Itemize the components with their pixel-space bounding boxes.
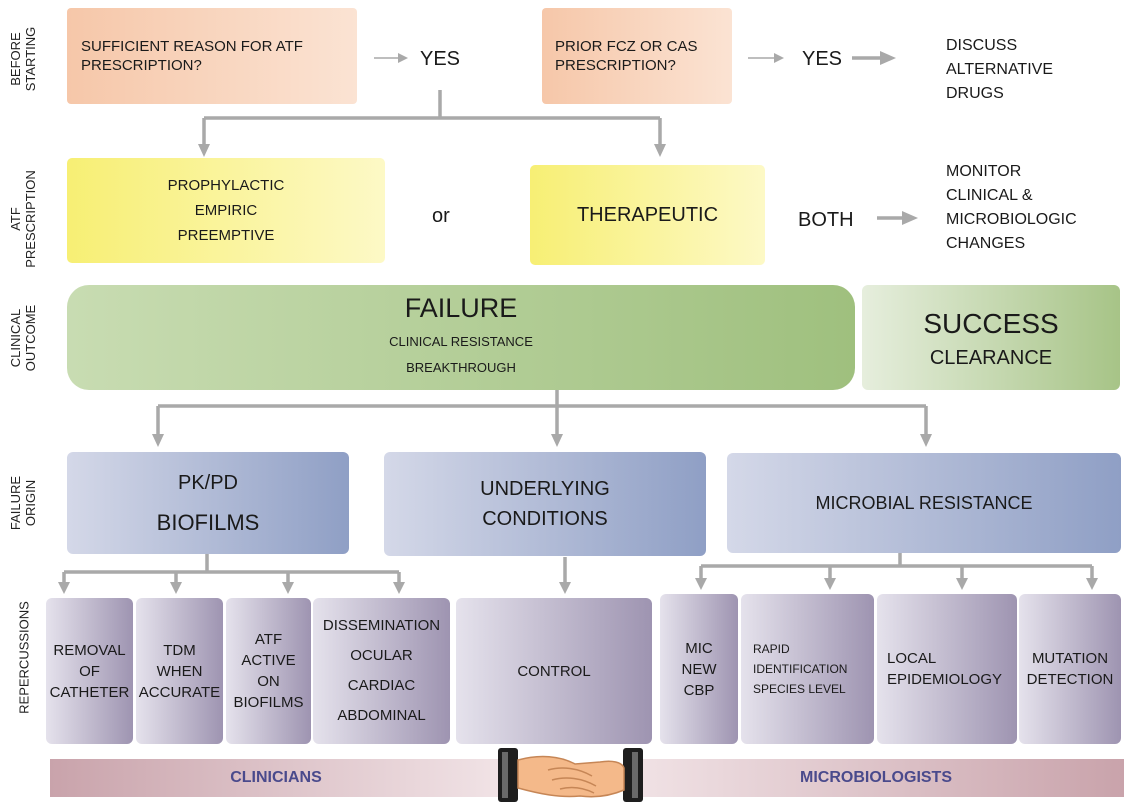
microbial-resistance-box: MICROBIAL RESISTANCE — [727, 453, 1121, 553]
text-line: EMPIRIC — [194, 202, 258, 219]
text-line: ALTERNATIVE — [946, 61, 1053, 78]
text-line: LOCAL — [887, 650, 937, 667]
row-label-line: CLINICAL — [8, 308, 23, 368]
text-line: ATF — [254, 631, 283, 648]
discuss-alternative-drugs: DISCUSS ALTERNATIVE DRUGS — [946, 34, 1053, 106]
removal-of-catheter-box: REMOVAL OF CATHETER — [46, 598, 133, 744]
row-label-line: STARTING — [23, 26, 38, 92]
atf-active-on-biofilms-box: ATF ACTIVE ON BIOFILMS — [226, 598, 311, 744]
text-line: UNDERLYING — [480, 478, 610, 500]
clinicians-bar: CLINICIANS — [50, 759, 502, 797]
failure-box: FAILURE CLINICAL RESISTANCE BREAKTHROUGH — [67, 285, 855, 390]
text-line: MUTATION — [1031, 650, 1109, 667]
text-line: THERAPEUTIC — [576, 203, 719, 226]
text-line: MONITOR — [946, 163, 1022, 180]
text-line: CONTROL — [517, 662, 591, 680]
text-line: BIOFILMS — [233, 694, 304, 711]
text-line: OF — [79, 662, 100, 680]
text-line: ON — [257, 673, 280, 690]
text-line: EPIDEMIOLOGY — [887, 671, 1003, 688]
text-line: BREAKTHROUGH — [406, 360, 516, 375]
text-line: WHEN — [156, 662, 203, 680]
microbiologists-bar: MICROBIOLOGISTS — [628, 759, 1124, 797]
text-line: MIC — [685, 639, 713, 657]
yes-label-2: YES — [802, 48, 843, 70]
rapid-identification-box: RAPID IDENTIFICATION SPECIES LEVEL — [741, 594, 874, 744]
clinicians-label: CLINICIANS — [230, 769, 322, 786]
success-box: SUCCESS CLEARANCE — [862, 285, 1120, 390]
row-label-line: BEFORE — [8, 32, 23, 86]
text-line: PROPHYLACTIC — [167, 177, 285, 194]
text-line: IDENTIFICATION — [753, 662, 848, 676]
text-line: CONDITIONS — [482, 508, 608, 530]
text-line: CBP — [683, 681, 715, 699]
text-line: DISSEMINATION — [322, 617, 441, 634]
yes-label-1: YES — [420, 48, 461, 70]
text-line: CHANGES — [946, 235, 1026, 252]
text-line: MICROBIOLOGIC — [946, 211, 1077, 228]
text-line: DISCUSS — [946, 37, 1018, 54]
row-label-repercussions: REPERCUSSIONS — [17, 598, 32, 718]
control-box: CONTROL — [456, 598, 652, 744]
question-prior-fcz-cas: PRIOR FCZ OR CAS PRESCRIPTION? — [542, 8, 732, 104]
underlying-conditions-box: UNDERLYING CONDITIONS — [384, 452, 706, 556]
question-text: PRIOR FCZ OR CAS PRESCRIPTION? — [555, 38, 698, 74]
row-label-line: REPERCUSSIONS — [16, 601, 32, 714]
question-text: SUFFICIENT REASON FOR ATF PRESCRIPTION? — [81, 38, 303, 74]
text-line: BIOFILMS — [156, 510, 260, 535]
mutation-detection-box: MUTATION DETECTION — [1019, 594, 1121, 744]
text-line: DETECTION — [1026, 671, 1114, 688]
text-line: PK/PD — [177, 472, 239, 494]
text-line: OCULAR — [350, 647, 413, 664]
text-line: MICROBIAL RESISTANCE — [815, 492, 1033, 513]
success-subtitle: CLEARANCE — [929, 346, 1053, 369]
mic-new-cbp-box: MIC NEW CBP — [660, 594, 738, 744]
row-label-atf-prescription: ATF PRESCRIPTION — [8, 159, 38, 279]
text-line: CARDIAC — [347, 677, 416, 694]
text-line: CLINICAL RESISTANCE — [389, 334, 533, 349]
text-line: RAPID — [753, 642, 790, 656]
row-label-line: ATF — [8, 207, 23, 231]
prophylactic-empiric-preemptive-box: PROPHYLACTIC EMPIRIC PREEMPTIVE — [67, 158, 385, 263]
microbiologists-label: MICROBIOLOGISTS — [800, 769, 952, 786]
row-label-line: OUTCOME — [23, 304, 38, 372]
text-line: CATHETER — [49, 683, 130, 701]
row-label-line: ORIGIN — [23, 479, 38, 527]
text-line: ACTIVE — [241, 652, 296, 669]
success-title: SUCCESS — [923, 307, 1059, 339]
question-sufficient-reason: SUFFICIENT REASON FOR ATF PRESCRIPTION? — [67, 8, 357, 104]
text-line: REMOVAL — [53, 641, 126, 659]
monitor-changes: MONITOR CLINICAL & MICROBIOLOGIC CHANGES — [946, 160, 1077, 256]
text-line: TDM — [163, 641, 196, 659]
text-line: SPECIES LEVEL — [753, 682, 846, 696]
therapeutic-box: THERAPEUTIC — [530, 165, 765, 265]
tdm-when-accurate-box: TDM WHEN ACCURATE — [136, 598, 223, 744]
pkpd-biofilms-box: PK/PD BIOFILMS — [67, 452, 349, 554]
row-label-line: FAILURE — [8, 475, 23, 531]
row-label-line: PRESCRIPTION — [23, 170, 38, 268]
text-line: PREEMPTIVE — [177, 227, 275, 244]
failure-title: FAILURE — [404, 293, 518, 323]
local-epidemiology-box: LOCAL EPIDEMIOLOGY — [877, 594, 1017, 744]
both-label: BOTH — [798, 209, 854, 231]
row-label-before-starting: BEFORE STARTING — [8, 0, 38, 119]
dissemination-box: DISSEMINATION OCULAR CARDIAC ABDOMINAL — [313, 598, 450, 744]
text-line: NEW — [681, 660, 717, 678]
row-label-failure-origin: FAILURE ORIGIN — [8, 443, 38, 563]
text-line: ABDOMINAL — [337, 707, 426, 724]
text-line: DRUGS — [946, 85, 1004, 102]
text-line: ACCURATE — [138, 683, 221, 701]
row-label-clinical-outcome: CLINICAL OUTCOME — [8, 278, 38, 398]
text-line: CLINICAL & — [946, 187, 1033, 204]
or-label: or — [432, 205, 450, 227]
